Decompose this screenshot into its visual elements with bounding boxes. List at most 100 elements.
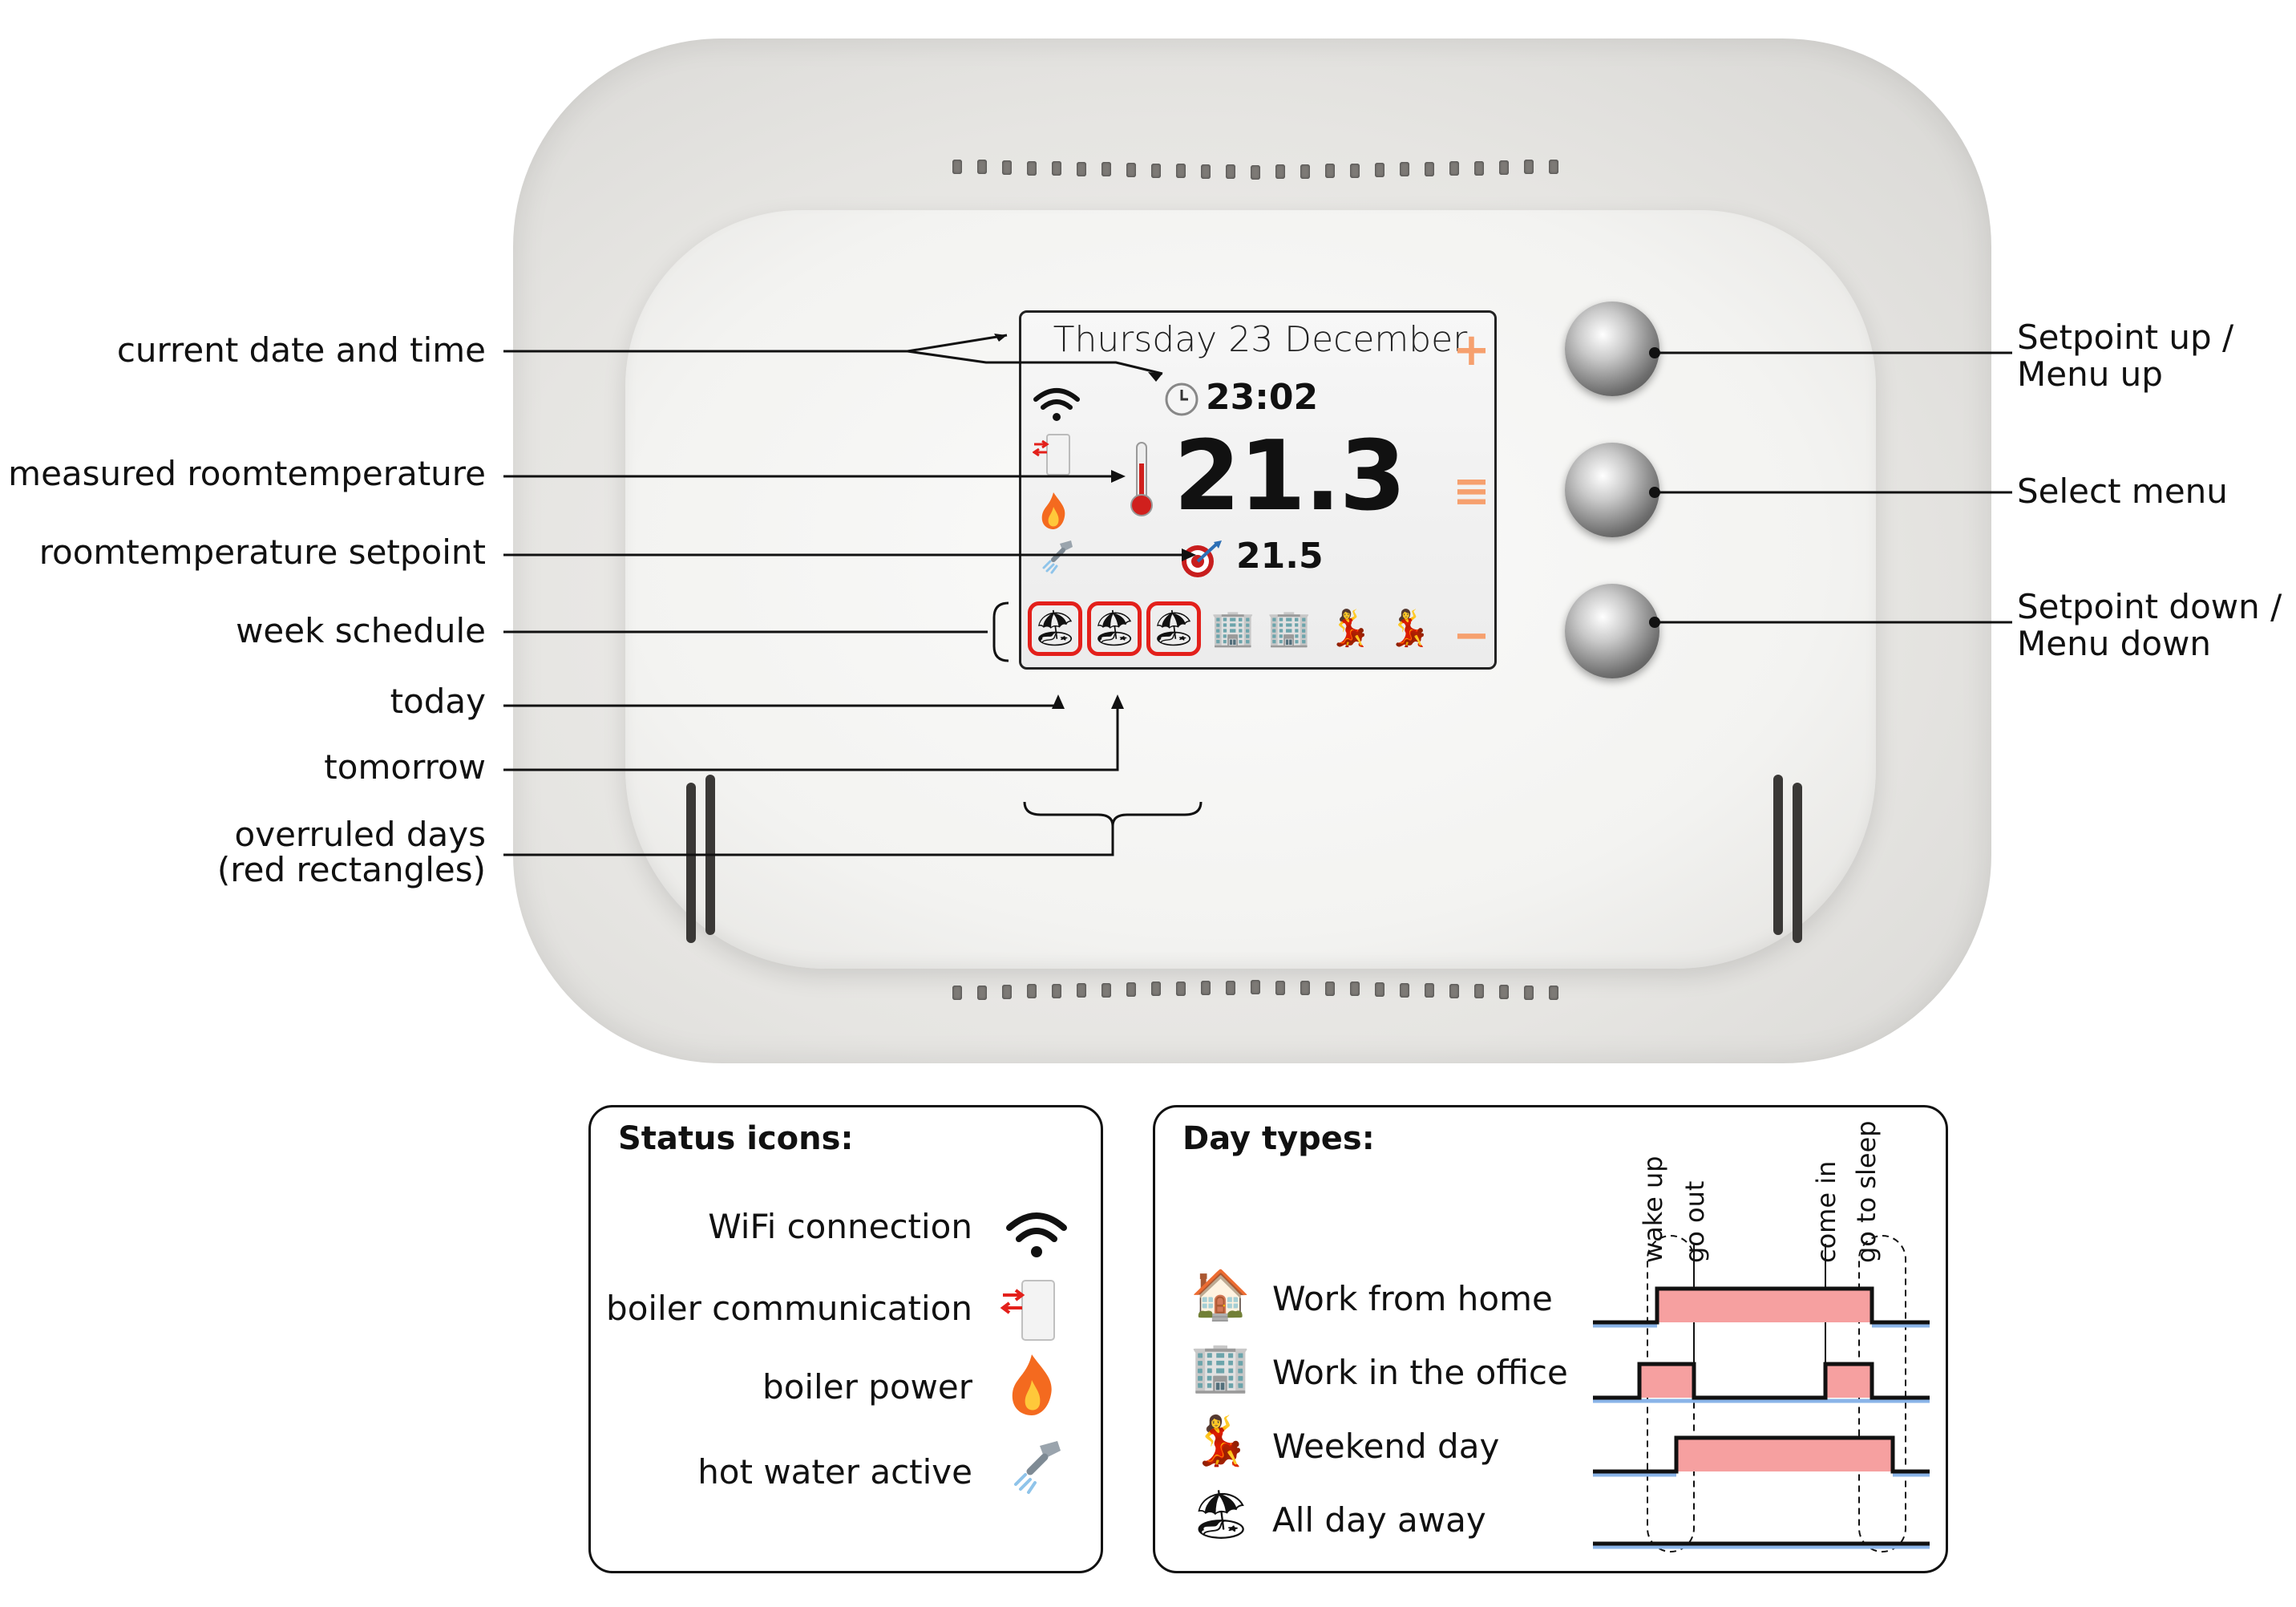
vent-slot: [1449, 161, 1459, 176]
display-setpoint: 21.5: [1236, 536, 1324, 577]
vent-slot: [1002, 160, 1012, 175]
vent-slot: [1549, 159, 1558, 174]
vent-slot: [1499, 160, 1509, 175]
vent-slot: [1176, 164, 1186, 179]
vent-slot: [1052, 161, 1061, 176]
vent-slot: [1449, 983, 1459, 998]
wifi-icon: [1006, 1212, 1067, 1257]
label-tomorrow: tomorrow: [324, 747, 486, 787]
week-day-3[interactable]: 🏖: [1146, 601, 1201, 656]
week-day-6[interactable]: 💃: [1328, 608, 1372, 649]
vent-slot: [1126, 163, 1136, 177]
display-room-temperature: 21.3: [1174, 421, 1406, 532]
dancer-icon: 💃: [1190, 1413, 1251, 1469]
vent-slot: [1102, 982, 1111, 998]
label-week-schedule: week schedule: [236, 611, 486, 650]
vent-slot: [1425, 983, 1434, 998]
vent-slot: [1300, 981, 1310, 996]
vent-slot: [1102, 162, 1111, 177]
beach-umbrella-icon: 🏖: [1190, 1487, 1252, 1543]
week-day-5[interactable]: 🏢: [1267, 608, 1312, 649]
day-type-schedules: [1593, 1235, 1930, 1552]
vent-slot: [1077, 983, 1086, 998]
label-menu-up: Menu up: [2017, 354, 2163, 394]
clock-icon: [1165, 383, 1199, 416]
vent-slot: [1226, 980, 1235, 995]
vent-slot: [1325, 164, 1335, 179]
vent-slot: [1275, 980, 1285, 995]
vent-slot: [1027, 984, 1037, 999]
vent-slot: [1126, 982, 1136, 997]
legend-boiler-power-label: boiler power: [762, 1367, 972, 1407]
vent-slot: [1151, 163, 1161, 178]
thermometer-icon: [1130, 442, 1153, 516]
vent-slot: [1400, 982, 1409, 998]
house-icon: 🏠: [1190, 1267, 1251, 1323]
daytype-weekend-label: Weekend day: [1272, 1427, 1500, 1466]
label-overruled-days: overruled days: [234, 815, 486, 854]
setpoint-down-button[interactable]: [1565, 584, 1659, 678]
label-select-menu: Select menu: [2017, 472, 2228, 511]
vent-slot: [1325, 981, 1335, 996]
week-day-7[interactable]: 💃: [1387, 608, 1432, 649]
side-slot-right: [1773, 775, 1783, 935]
boiler-communication-icon: [1033, 434, 1070, 476]
vent-slot: [952, 159, 962, 174]
vent-slot: [1549, 986, 1558, 1001]
label-menu-down: Menu down: [2017, 624, 2211, 663]
vent-slot: [1524, 985, 1534, 1000]
vent-slot: [1300, 164, 1310, 179]
vent-slot: [1375, 982, 1384, 997]
day-types-legend: Day types: 🏠 Work from home 🏢 Work in th…: [1153, 1105, 1948, 1573]
status-legend-title: Status icons:: [618, 1120, 854, 1157]
daytype-all-day-away-label: All day away: [1272, 1500, 1486, 1540]
week-day-2[interactable]: 🏖: [1087, 601, 1142, 656]
flame-icon: [1041, 492, 1065, 529]
thermostat-display: Thursday 23 December 23:02 21.3: [1019, 310, 1497, 670]
vent-slot: [1226, 164, 1235, 180]
status-icons-legend: Status icons: WiFi connection boiler com…: [588, 1105, 1103, 1573]
side-slot-left: [686, 783, 696, 943]
label-overruled-note: (red rectangles): [216, 850, 486, 889]
vent-slot: [1350, 163, 1360, 178]
week-day-1[interactable]: 🏖: [1028, 601, 1082, 656]
daytype-legend-title: Day types:: [1182, 1120, 1375, 1157]
vent-slot: [1027, 160, 1037, 176]
label-today: today: [390, 682, 486, 721]
vent-slot: [977, 985, 987, 1000]
daytype-work-office-label: Work in the office: [1272, 1353, 1568, 1392]
vent-slot: [1275, 164, 1285, 180]
display-date: Thursday 23 December: [1053, 319, 1468, 360]
vent-slot: [1499, 985, 1509, 999]
vent-slot: [1400, 162, 1409, 177]
select-menu-button[interactable]: [1565, 443, 1659, 537]
label-setpoint-up: Setpoint up /: [2017, 318, 2234, 357]
minus-indicator: −: [1453, 609, 1490, 662]
legend-wifi-label: WiFi connection: [708, 1207, 972, 1246]
vent-slot: [1176, 981, 1186, 996]
shower-icon: [1014, 1441, 1061, 1494]
legend-hot-water-label: hot water active: [697, 1452, 972, 1492]
side-slot-right-2: [1793, 783, 1802, 943]
boiler-communication-icon: [1000, 1280, 1055, 1341]
vent-slot: [1151, 982, 1161, 997]
plus-indicator: +: [1453, 324, 1490, 376]
vent-slot: [1077, 161, 1086, 176]
label-current-date-time: current date and time: [116, 330, 486, 370]
vent-slot: [1375, 163, 1384, 177]
vent-slot: [1201, 164, 1211, 179]
week-day-4[interactable]: 🏢: [1211, 608, 1255, 649]
flame-icon: [1012, 1354, 1052, 1415]
label-temperature-setpoint: roomtemperature setpoint: [38, 532, 486, 572]
vent-slot: [1201, 981, 1211, 996]
setpoint-up-button[interactable]: [1565, 302, 1659, 396]
vent-slot: [952, 986, 962, 1001]
legend-boiler-communication-label: boiler communication: [606, 1289, 972, 1328]
vent-slot: [1524, 160, 1534, 175]
vent-slot: [977, 160, 987, 175]
display-time: 23:02: [1206, 377, 1319, 418]
vent-slot: [1425, 161, 1434, 176]
office-building-icon: 🏢: [1190, 1339, 1251, 1395]
vent-slot: [1474, 984, 1484, 999]
